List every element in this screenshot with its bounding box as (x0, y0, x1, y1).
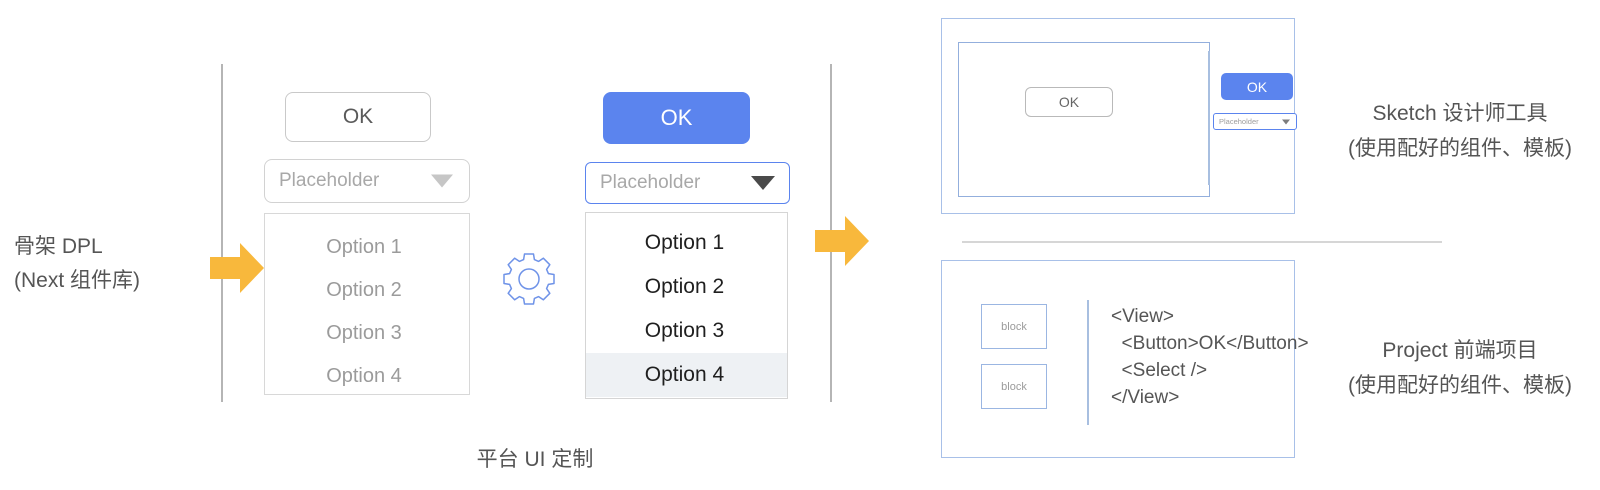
themed-ok-button[interactable]: OK (603, 92, 750, 144)
skeleton-select-placeholder: Placeholder (279, 170, 380, 191)
chevron-down-icon (751, 176, 775, 190)
sketch-canvas[interactable]: OK (958, 42, 1210, 197)
gear-icon (500, 250, 558, 308)
skeleton-select[interactable]: Placeholder (264, 159, 470, 203)
skeleton-dpl-caption-line2: (Next 组件库) (14, 269, 140, 292)
skeleton-dpl-caption-line1: 骨架 DPL (14, 235, 103, 258)
project-block-2[interactable]: block (981, 364, 1047, 409)
list-item[interactable]: Option 2 (644, 275, 725, 298)
project-code-snippet: <View> <Button>OK</Button> <Select /> </… (1111, 306, 1309, 408)
project-tool-label-line1: Project 前端项目 (1382, 339, 1538, 362)
project-panel-divider (1087, 300, 1089, 425)
list-item[interactable]: Option 2 (326, 279, 402, 301)
chevron-down-icon (1282, 119, 1290, 124)
chevron-down-icon (431, 174, 453, 188)
arrow-right-icon-2 (815, 213, 869, 269)
themed-select[interactable]: Placeholder (585, 162, 790, 204)
platform-ui-caption: 平台 UI 定制 (476, 448, 594, 471)
project-block-1[interactable]: block (981, 304, 1047, 349)
sketch-tool-label-line2: (使用配好的组件、模板) (1348, 137, 1572, 160)
sketch-panel-divider (1208, 51, 1210, 185)
sketch-tool-label-line1: Sketch 设计师工具 (1372, 102, 1548, 125)
list-item[interactable]: Option 3 (644, 319, 725, 342)
list-item[interactable]: Option 3 (326, 322, 402, 344)
list-item[interactable]: Option 4 (326, 365, 402, 387)
right-section-separator (962, 241, 1442, 243)
arrow-right-icon-1 (210, 240, 264, 296)
list-item[interactable]: Option 1 (326, 236, 402, 258)
list-item-selected[interactable]: Option 4 (586, 353, 787, 397)
skeleton-ok-button[interactable]: OK (285, 92, 431, 142)
sketch-library-ok-button[interactable]: OK (1221, 73, 1293, 100)
skeleton-dpl-caption: 骨架 DPL (Next 组件库) (14, 230, 214, 298)
sketch-library-select-placeholder: Placeholder (1219, 117, 1259, 126)
themed-component-group: OK Placeholder Option 1 Option 2 Option … (585, 92, 790, 402)
skeleton-option-list[interactable]: Option 1 Option 2 Option 3 Option 4 (264, 213, 470, 395)
sketch-tool-label: Sketch 设计师工具 (使用配好的组件、模板) (1320, 96, 1600, 166)
divider-left (221, 64, 223, 402)
themed-select-placeholder: Placeholder (600, 172, 701, 193)
sketch-panel: OK OK Placeholder (941, 18, 1297, 214)
project-tool-label-line2: (使用配好的组件、模板) (1348, 374, 1572, 397)
sketch-library-select[interactable]: Placeholder (1213, 113, 1297, 130)
list-item[interactable]: Option 1 (644, 231, 725, 254)
project-tool-label: Project 前端项目 (使用配好的组件、模板) (1320, 333, 1600, 403)
project-panel: block block <View> <Button>OK</Button> <… (941, 260, 1309, 458)
sketch-canvas-ok-button[interactable]: OK (1025, 87, 1113, 117)
themed-option-list[interactable]: Option 1 Option 2 Option 3 Option 4 (585, 212, 788, 399)
skeleton-component-group: OK Placeholder Option 1 Option 2 Option … (264, 92, 470, 402)
